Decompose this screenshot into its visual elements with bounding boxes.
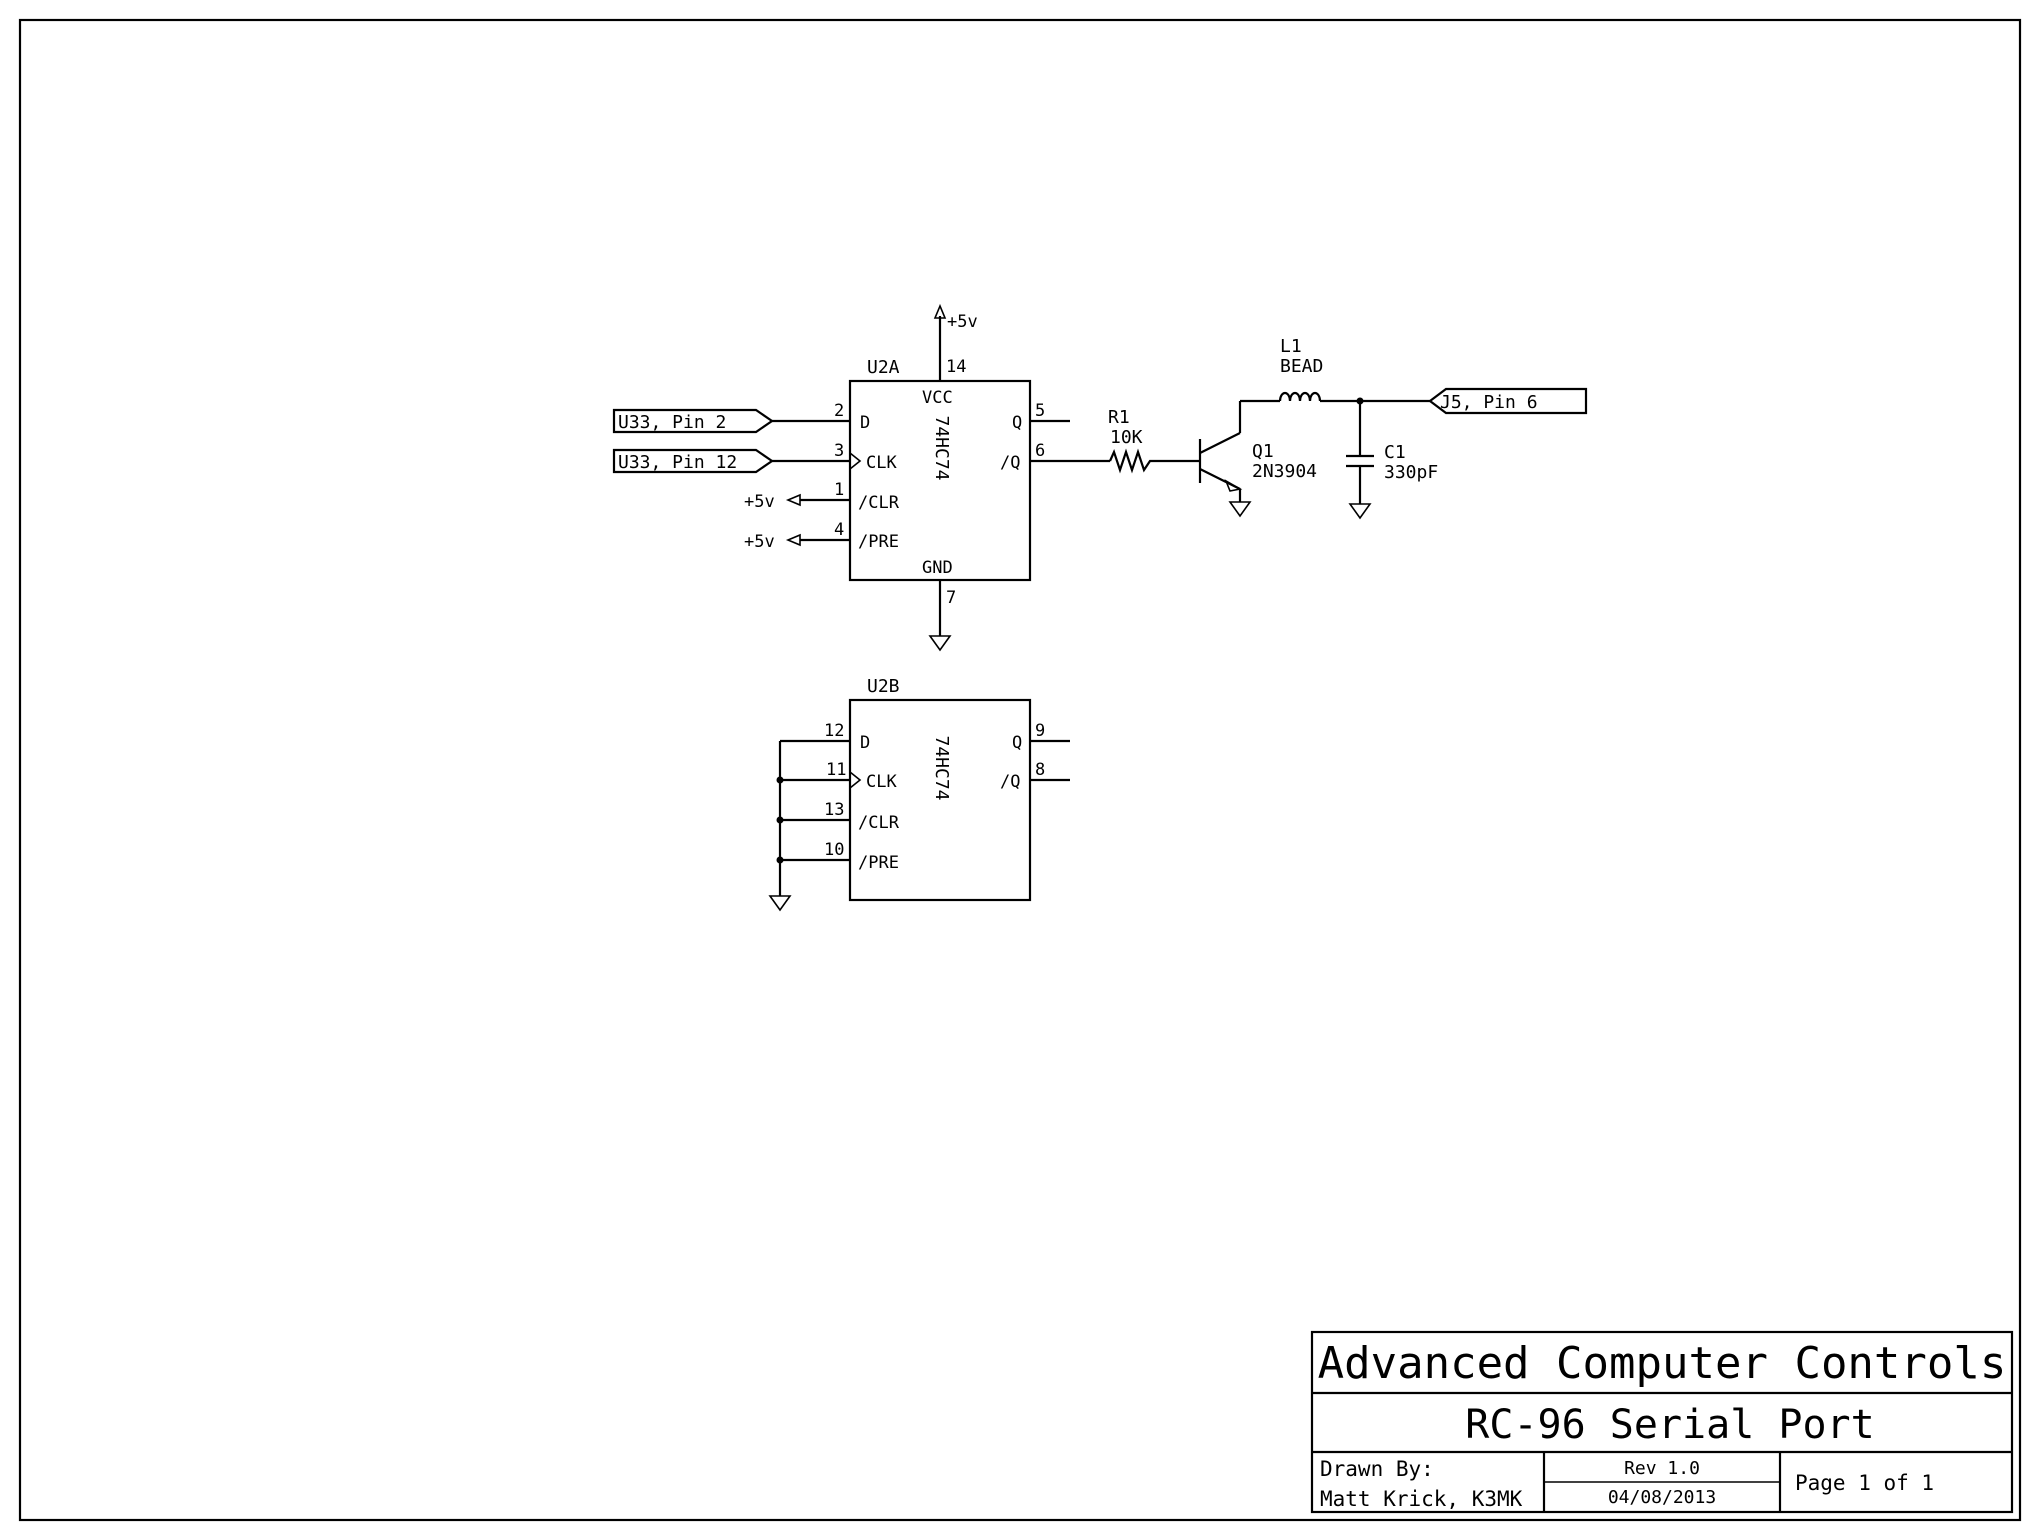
u2b-pin-clk-name: CLK [866,772,897,792]
u2a-gnd-label: GND [922,558,953,578]
u2b-pin-13-num: 13 [824,800,844,820]
l1-value: BEAD [1280,356,1323,377]
u2b-ground-symbol [768,895,792,912]
u2b-pin-nq-name: /Q [1000,772,1020,792]
q1-value: 2N3904 [1252,461,1317,482]
l1-ref: L1 [1280,336,1302,357]
page-number: Page 1 of 1 [1795,1471,1934,1495]
q1-emitter-arrow [1224,479,1243,492]
port-u33-pin12: U33, Pin 12 [612,448,774,474]
u2a-pin-4-num: 4 [834,520,844,540]
u2a-pin-clr-name: /CLR [858,493,900,513]
clr-power-arrow [785,493,801,507]
u2b-pin-d-name: D [860,733,870,753]
u2b-pin-clr-name: /CLR [858,813,900,833]
u2a-pin-nq-name: /Q [1000,453,1020,473]
u2a-part-label: 74HC74 [931,415,952,480]
u2b-pin-q-name: Q [1012,733,1022,753]
u2a-pin-6-num: 6 [1035,441,1045,461]
u2b-junction-clr [776,816,784,824]
u2b-clk-triangle [849,771,862,789]
vcc-top-label: +5v [947,312,978,332]
u2b-pin-10-num: 10 [824,840,844,860]
resistor-r1: R1 10K [1108,407,1200,474]
pre-power-arrow [785,533,801,547]
u2a-pin-d-name: D [860,413,870,433]
u2a-ground-symbol [928,635,952,652]
u2a-flipflop: U2A 74HC74 VCC GND 14 +5v 7 2 D 3 CLK 1 … [744,303,1110,652]
u2a-pin-5-num: 5 [1035,401,1045,421]
c1-ref: C1 [1384,442,1406,463]
u2b-junction-pre [776,856,784,864]
u2b-pin-pre-name: /PRE [858,853,899,873]
u2a-pin-2-num: 2 [834,401,844,421]
u2b-body [848,698,1032,902]
u2a-pin-vcc-num: 14 [946,357,966,377]
c1-ground-symbol [1348,503,1372,520]
u2a-pin-pre-name: /PRE [858,532,899,552]
u2b-pin-8-num: 8 [1035,760,1045,780]
u2a-pin-clk-name: CLK [866,453,897,473]
u2b-ref: U2B [867,676,900,697]
u2a-pin-3-num: 3 [834,441,844,461]
company-name: Advanced Computer Controls [1318,1338,2007,1389]
q1-ref: Q1 [1252,441,1274,462]
sheet-border [18,18,2022,1522]
u2b-flipflop: U2B 74HC74 12 D 11 CLK 13 /CLR 10 /PRE 9… [768,676,1070,912]
port-u33-pin2: U33, Pin 2 [612,408,774,434]
u2a-clk-triangle [849,452,862,470]
title-block: Advanced Computer Controls RC-96 Serial … [1310,1330,2014,1514]
vcc-power-symbol [933,303,947,319]
u2b-pin-9-num: 9 [1035,721,1045,741]
port-j5-pin6: J5, Pin 6 [1428,387,1588,415]
u2a-pin-q-name: Q [1012,413,1022,433]
port-u33-pin2-label: U33, Pin 2 [618,412,726,433]
u2a-ref: U2A [867,357,900,378]
transistor-q1: Q1 2N3904 [1198,401,1317,518]
c1-value: 330pF [1384,462,1438,483]
port-j5-pin6-label: J5, Pin 6 [1440,392,1538,413]
u2a-pin-gnd-num: 7 [946,588,956,608]
r1-value: 10K [1110,427,1143,448]
u2b-part-label: 74HC74 [931,735,952,800]
inductor-l1: L1 BEAD [1240,336,1430,403]
drawing-title: RC-96 Serial Port [1465,1402,1874,1448]
q1-ground-symbol [1228,501,1252,518]
drawn-by-name: Matt Krick, K3MK [1320,1487,1523,1511]
capacitor-c1: C1 330pF [1346,401,1438,520]
u2a-vcc-label: VCC [922,388,953,408]
r1-ref: R1 [1108,407,1130,428]
u2b-junction-clk [776,776,784,784]
u2b-pin-12-num: 12 [824,721,844,741]
revision: Rev 1.0 [1624,1458,1700,1479]
pre-power-label: +5v [744,532,775,552]
drawing-date: 04/08/2013 [1608,1487,1716,1508]
u2a-pin-1-num: 1 [834,480,844,500]
drawn-by-label: Drawn By: [1320,1457,1434,1481]
clr-power-label: +5v [744,492,775,512]
u2b-pin-11-num: 11 [826,760,846,780]
port-u33-pin12-label: U33, Pin 12 [618,452,737,473]
